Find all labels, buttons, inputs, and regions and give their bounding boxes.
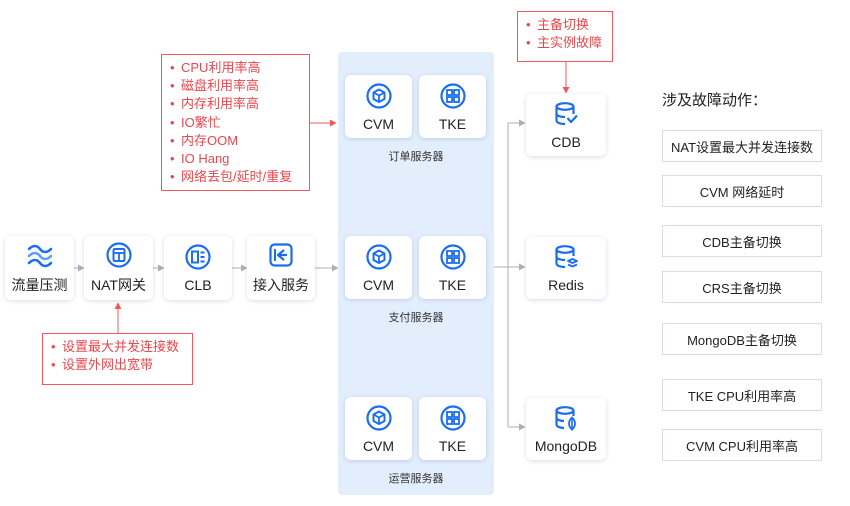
callout-item: IO繁忙 <box>170 114 301 132</box>
callout-cdb-faults: 主备切换 主实例故障 <box>517 11 613 62</box>
node-clb-label: CLB <box>184 277 212 293</box>
fault-item-cdb-switch[interactable]: CDB主备切换 <box>662 225 822 257</box>
node-tke-payment[interactable]: TKE <box>419 236 486 299</box>
tke-icon <box>439 404 466 431</box>
group-label-payment: 支付服务器 <box>388 312 444 324</box>
node-cvm-operations[interactable]: CVM <box>345 397 412 460</box>
node-cdb[interactable]: CDB <box>526 94 606 156</box>
wave-icon <box>27 244 52 268</box>
callout-item: 磁盘利用率高 <box>170 77 301 95</box>
cvm-icon <box>365 404 392 431</box>
node-cvm-payment[interactable]: CVM <box>345 236 412 299</box>
callout-item: 设置外网出宽带 <box>51 356 184 374</box>
access-service-icon <box>269 243 293 267</box>
faults-title: 涉及故障动作： <box>662 92 768 109</box>
callout-item: 内存利用率高 <box>170 95 301 113</box>
node-traffic-test[interactable]: 流量压测 <box>5 236 74 300</box>
node-nat-gateway-label: NAT网关 <box>91 277 146 293</box>
redis-icon <box>555 245 578 269</box>
node-tke-order[interactable]: TKE <box>419 75 486 138</box>
fault-item-mongodb-switch[interactable]: MongoDB主备切换 <box>662 323 822 355</box>
node-access-service-label: 接入服务 <box>253 277 309 293</box>
node-cvm-payment-label: CVM <box>362 276 395 293</box>
node-redis-label: Redis <box>548 277 584 293</box>
callout-item: 设置最大并发连接数 <box>51 338 184 356</box>
node-tke-order-label: TKE <box>438 115 467 132</box>
node-mongodb[interactable]: MongoDB <box>526 398 606 460</box>
node-tke-payment-label: TKE <box>438 276 467 293</box>
node-mongodb-label: MongoDB <box>534 438 598 454</box>
mongodb-icon <box>555 406 576 431</box>
cvm-icon <box>365 243 392 270</box>
cvm-icon <box>365 82 392 109</box>
node-tke-operations-label: TKE <box>438 437 467 454</box>
fault-item-nat-connections[interactable]: NAT设置最大并发连接数 <box>662 130 822 162</box>
group-label-order: 订单服务器 <box>388 151 444 163</box>
callout-item: 网络丢包/延时/重复 <box>170 168 301 186</box>
database-icon <box>555 102 578 126</box>
node-tke-operations[interactable]: TKE <box>419 397 486 460</box>
callout-item: 主备切换 <box>526 16 604 34</box>
callout-item: IO Hang <box>170 150 301 168</box>
node-clb[interactable]: CLB <box>164 236 232 300</box>
callout-nat-faults: 设置最大并发连接数 设置外网出宽带 <box>42 333 193 385</box>
callout-item: CPU利用率高 <box>170 59 301 77</box>
callout-item: 内存OOM <box>170 132 301 150</box>
node-cvm-order-label: CVM <box>362 115 395 132</box>
tke-icon <box>439 243 466 270</box>
group-label-operations: 运营服务器 <box>388 473 444 485</box>
fault-item-cvm-cpu[interactable]: CVM CPU利用率高 <box>662 429 822 461</box>
callout-item: 主实例故障 <box>526 34 604 52</box>
callout-server-faults: CPU利用率高 磁盘利用率高 内存利用率高 IO繁忙 内存OOM IO Hang… <box>161 54 310 191</box>
node-cdb-label: CDB <box>551 134 581 150</box>
fault-item-cvm-network-delay[interactable]: CVM 网络延时 <box>662 175 822 207</box>
fault-item-tke-cpu[interactable]: TKE CPU利用率高 <box>662 379 822 411</box>
node-redis[interactable]: Redis <box>526 237 606 299</box>
node-cvm-order[interactable]: CVM <box>345 75 412 138</box>
nat-gateway-icon <box>105 242 132 268</box>
node-access-service[interactable]: 接入服务 <box>247 236 315 300</box>
load-balancer-icon <box>185 244 211 270</box>
node-nat-gateway[interactable]: NAT网关 <box>84 236 153 300</box>
node-traffic-test-label: 流量压测 <box>11 277 68 293</box>
fault-item-crs-switch[interactable]: CRS主备切换 <box>662 271 822 303</box>
node-cvm-operations-label: CVM <box>362 437 395 454</box>
tke-icon <box>439 82 466 109</box>
